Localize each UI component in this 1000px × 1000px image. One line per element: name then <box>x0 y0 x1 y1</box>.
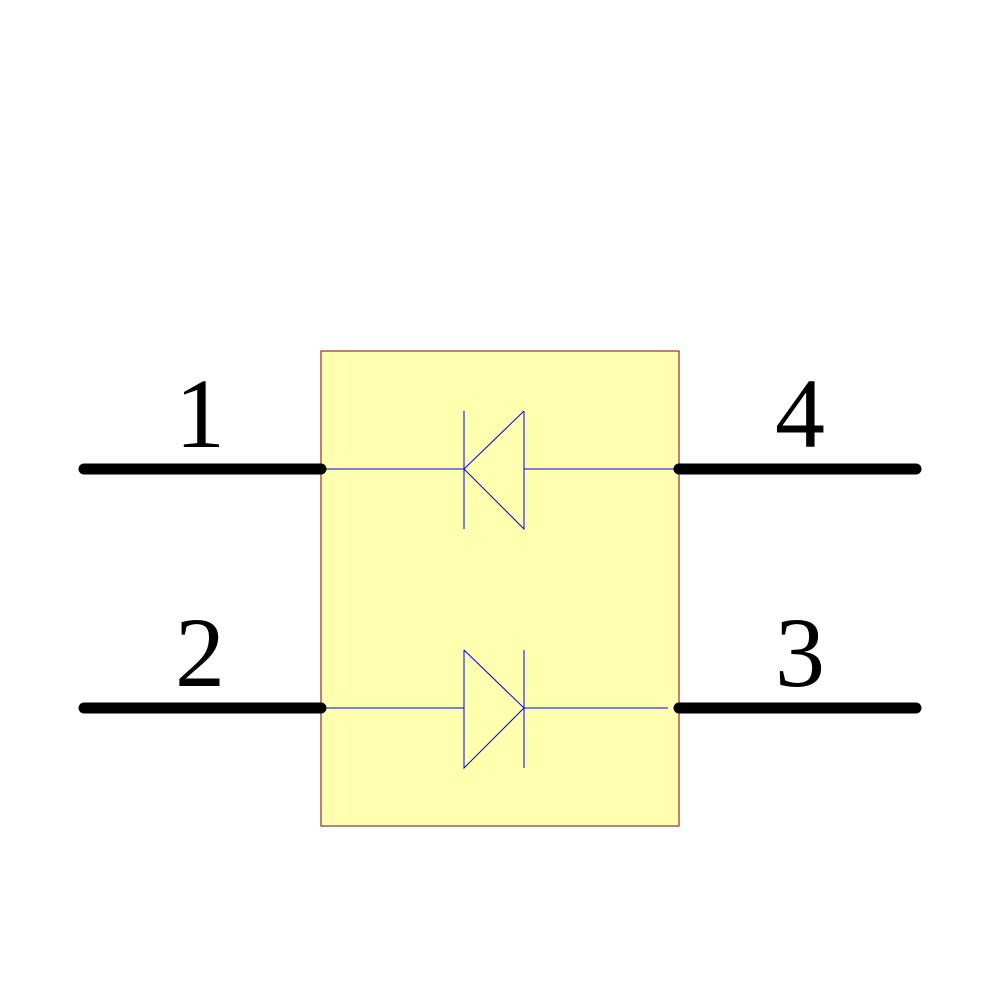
pin-2-label: 2 <box>175 597 225 708</box>
bottom-diode <box>321 649 668 770</box>
pin-1-label: 1 <box>175 358 225 469</box>
pin-3-label: 3 <box>775 597 825 708</box>
pin-4-label: 4 <box>775 358 825 469</box>
component-body[interactable] <box>320 350 680 827</box>
top-diode <box>321 410 679 531</box>
